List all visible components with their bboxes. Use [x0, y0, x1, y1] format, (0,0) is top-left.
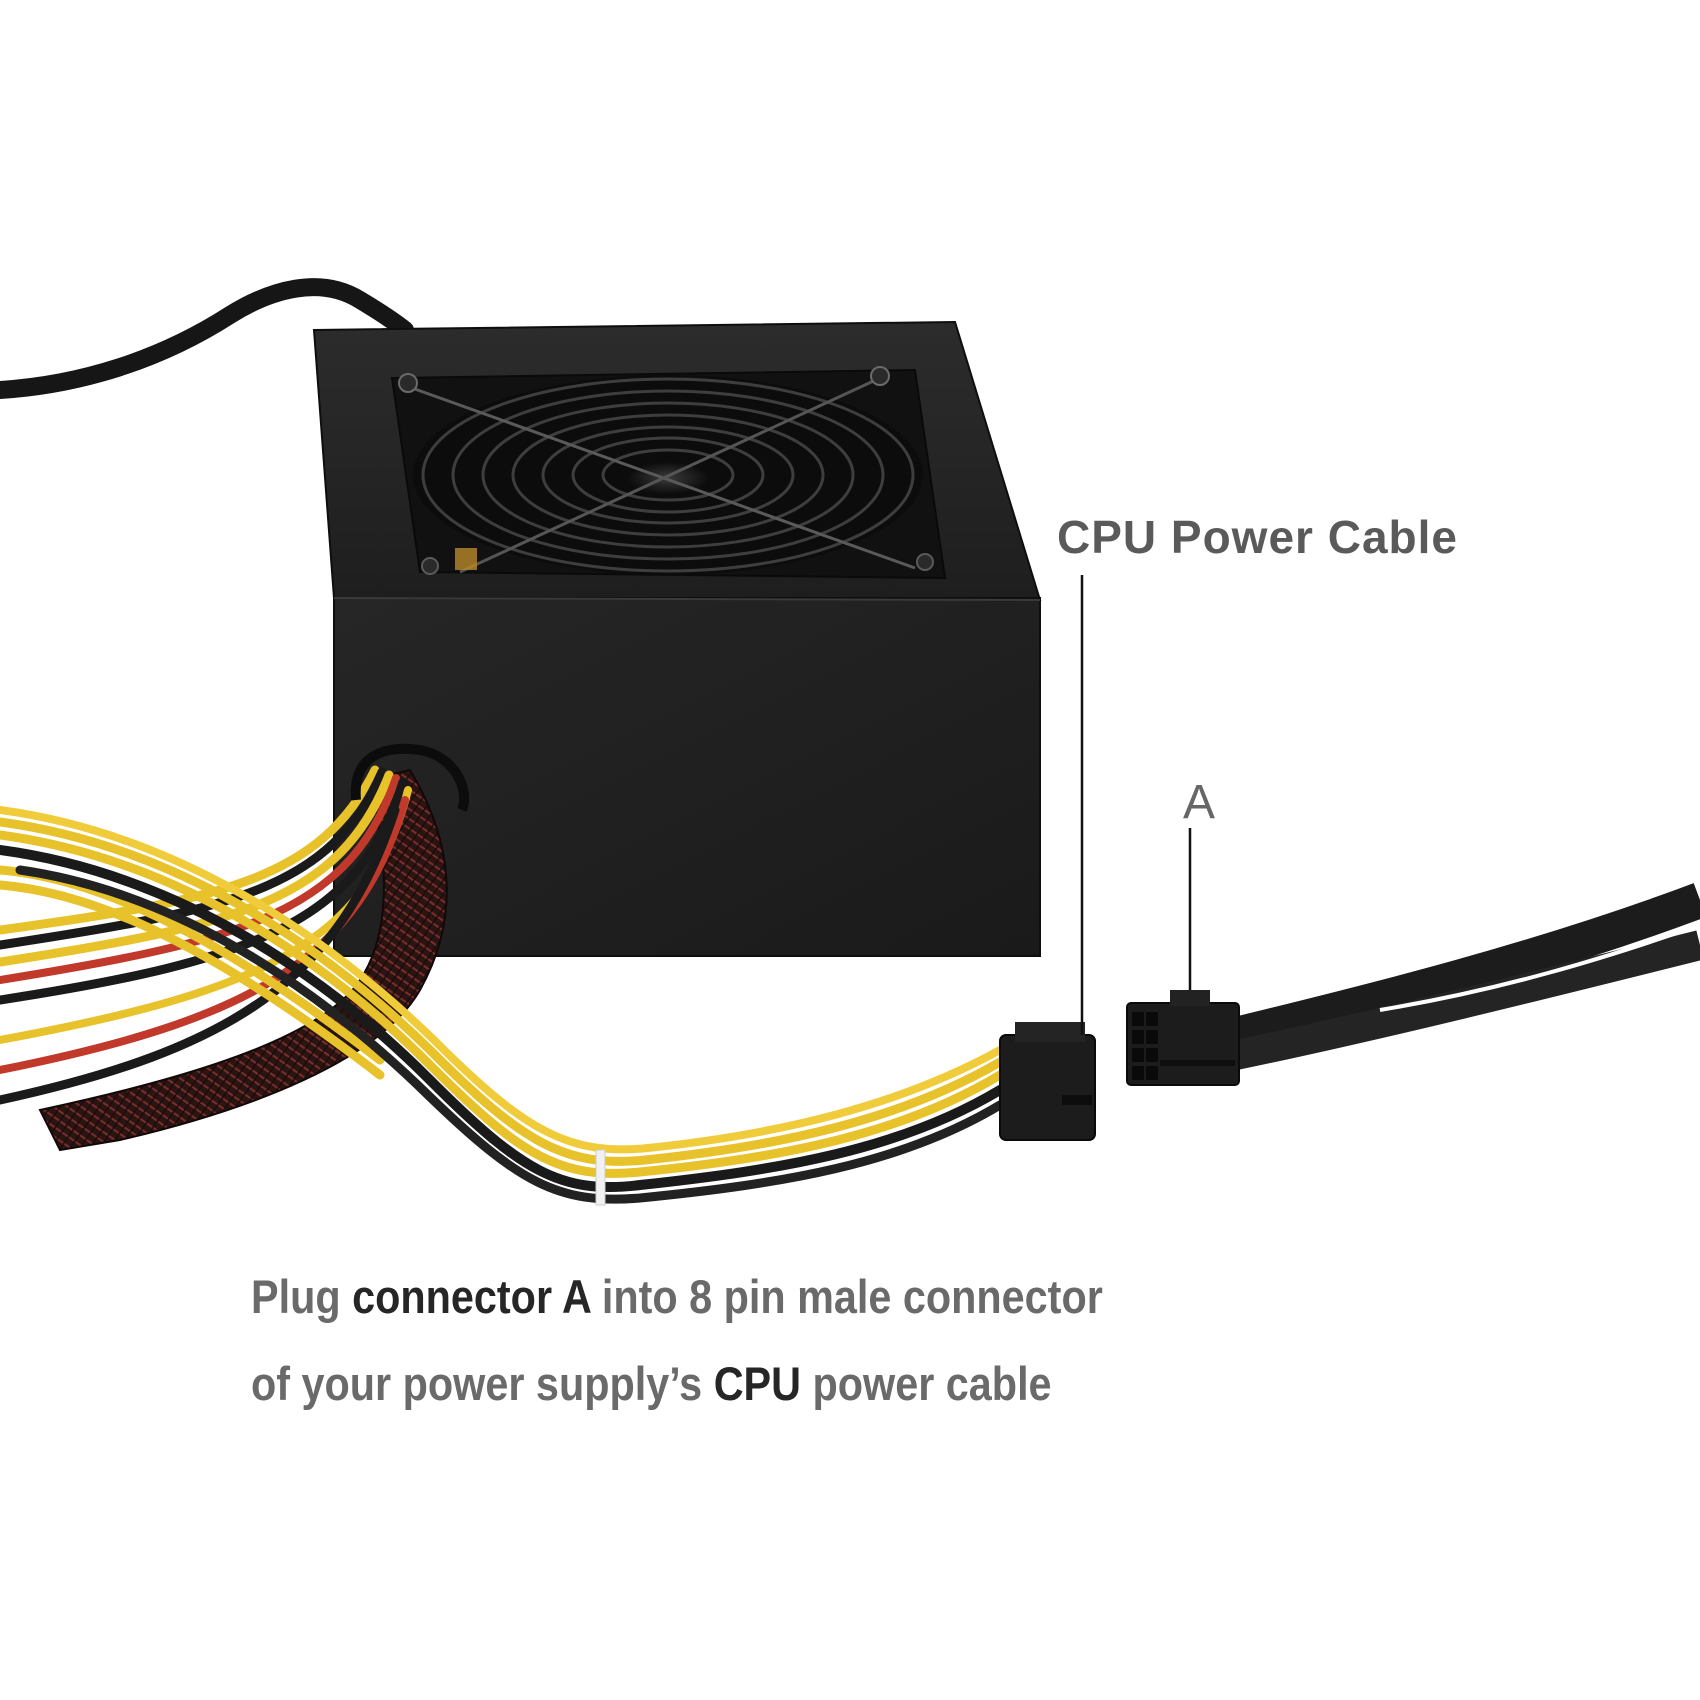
ac-power-cord: [0, 278, 414, 399]
caption-emphasis: CPU: [713, 1357, 802, 1410]
caption-text: Plug: [251, 1270, 353, 1323]
connector-a: [1126, 990, 1240, 1086]
cable-tie: [595, 1149, 606, 1206]
connector-a-label: A: [1183, 776, 1216, 829]
caption-text: into 8 pin male connector: [590, 1270, 1103, 1323]
cable-grommet: [350, 743, 470, 812]
caption-text: of your power supply’s: [251, 1357, 714, 1410]
sleeved-cable-bundle: [38, 768, 448, 1152]
cpu-power-cable-label: CPU Power Cable: [1057, 511, 1458, 563]
fan-icon: [390, 366, 947, 580]
caption-emphasis: connector A: [352, 1270, 591, 1323]
adapter-cable: [1231, 883, 1700, 1070]
instruction-caption-line-1: Plug connector A into 8 pin male connect…: [251, 1273, 1166, 1320]
cpu-8pin-female-connector: [999, 1022, 1096, 1141]
caption-text: power cable: [801, 1357, 1052, 1410]
cpu-power-cable: [0, 806, 1005, 1204]
psu-front-face: [333, 597, 1041, 957]
instruction-caption-line-2: of your power supply’s CPU power cable: [251, 1360, 1166, 1407]
